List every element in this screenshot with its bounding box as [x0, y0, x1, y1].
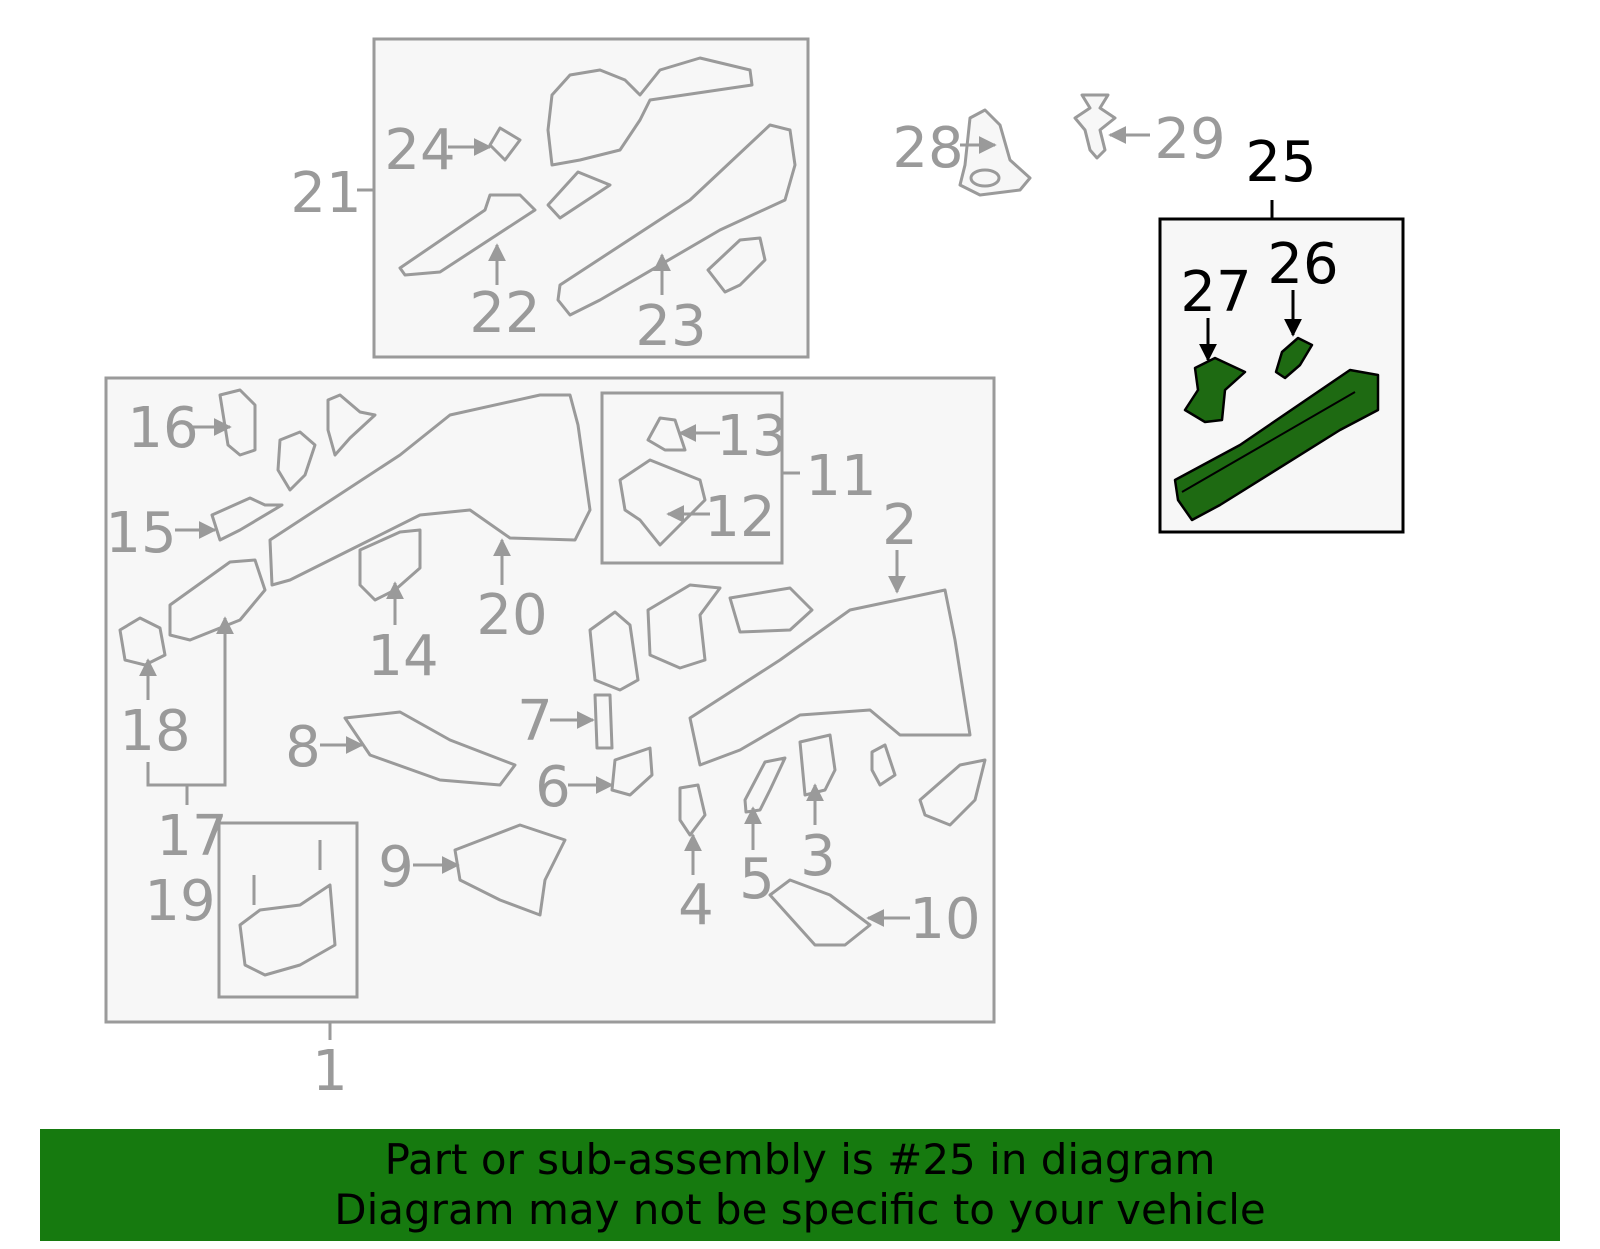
callout-13: 13 [716, 404, 787, 469]
part-18-plate [118, 616, 167, 667]
part-12-bracket [618, 458, 707, 547]
callout-18: 18 [119, 699, 190, 764]
callout-1: 1 [312, 1039, 348, 1104]
callout-16: 16 [127, 396, 198, 461]
part-9-bracket [453, 823, 567, 917]
callout-21: 21 [290, 161, 361, 226]
banner-line-1: Part or sub-assembly is #25 in diagram [384, 1135, 1216, 1184]
callout-8: 8 [285, 715, 321, 780]
part-26-bracket [1274, 336, 1314, 380]
part-21-small-plate [546, 170, 612, 220]
part-19-bracket [238, 883, 337, 977]
part-14-bracket [358, 528, 422, 602]
callout-15: 15 [105, 501, 176, 566]
part-2-apron [688, 588, 972, 767]
part-25-rail-edge [1181, 391, 1356, 493]
callout-5: 5 [739, 847, 775, 912]
callout-24: 24 [384, 118, 455, 183]
callout-12: 12 [704, 485, 775, 550]
part-1-small-bracket-b [326, 393, 377, 457]
callout-26[interactable]: 26 [1267, 232, 1338, 297]
part-24-small-bracket [488, 126, 522, 162]
banner-line-2: Diagram may not be specific to your vehi… [334, 1185, 1266, 1234]
part-3-bracket [798, 733, 837, 797]
callout-20: 20 [476, 583, 547, 648]
callout-29: 29 [1154, 107, 1225, 172]
callout-2: 2 [882, 493, 918, 558]
callout-3: 3 [800, 824, 836, 889]
part-1-small-piece-b [918, 758, 987, 827]
part-20-front-rail [268, 393, 592, 587]
part-8-panel [343, 710, 517, 787]
part-23-frame-rail [556, 123, 797, 317]
callout-25[interactable]: 25 [1245, 130, 1316, 195]
callout-9: 9 [378, 835, 414, 900]
part-1-inner-bracket-a [588, 610, 640, 692]
part-16-bracket [218, 388, 257, 457]
part-7-bolt [593, 693, 614, 750]
part-1-small-piece-a [870, 743, 897, 787]
callout-6: 6 [535, 755, 571, 820]
part-27-bracket [1183, 356, 1247, 424]
callout-28: 28 [892, 116, 963, 181]
callout-27[interactable]: 27 [1180, 260, 1251, 325]
callout-14: 14 [367, 624, 438, 689]
callout-22: 22 [469, 281, 540, 346]
part-4-bracket [678, 783, 707, 837]
callout-7: 7 [517, 689, 553, 754]
part-17-crush-box [168, 558, 267, 642]
callout-11: 11 [805, 444, 876, 509]
part-21-lower-bracket [706, 236, 767, 294]
part-1-inner-bracket-b [646, 583, 722, 670]
part-15-bracket [210, 496, 284, 542]
part-29-clip [1073, 93, 1117, 160]
part-1-small-bracket-a [276, 430, 317, 492]
callout-17: 17 [156, 804, 227, 869]
callout-19: 19 [144, 869, 215, 934]
callout-10: 10 [909, 887, 980, 952]
info-banner: Part or sub-assembly is #25 in diagram D… [40, 1129, 1560, 1241]
part-1-inner-bracket-c [728, 586, 814, 634]
callout-23: 23 [635, 294, 706, 359]
callout-4: 4 [678, 873, 714, 938]
part-22-apron-rail [398, 193, 537, 277]
part-21-strut-tower [546, 56, 754, 167]
part-28-hole [969, 168, 1001, 188]
